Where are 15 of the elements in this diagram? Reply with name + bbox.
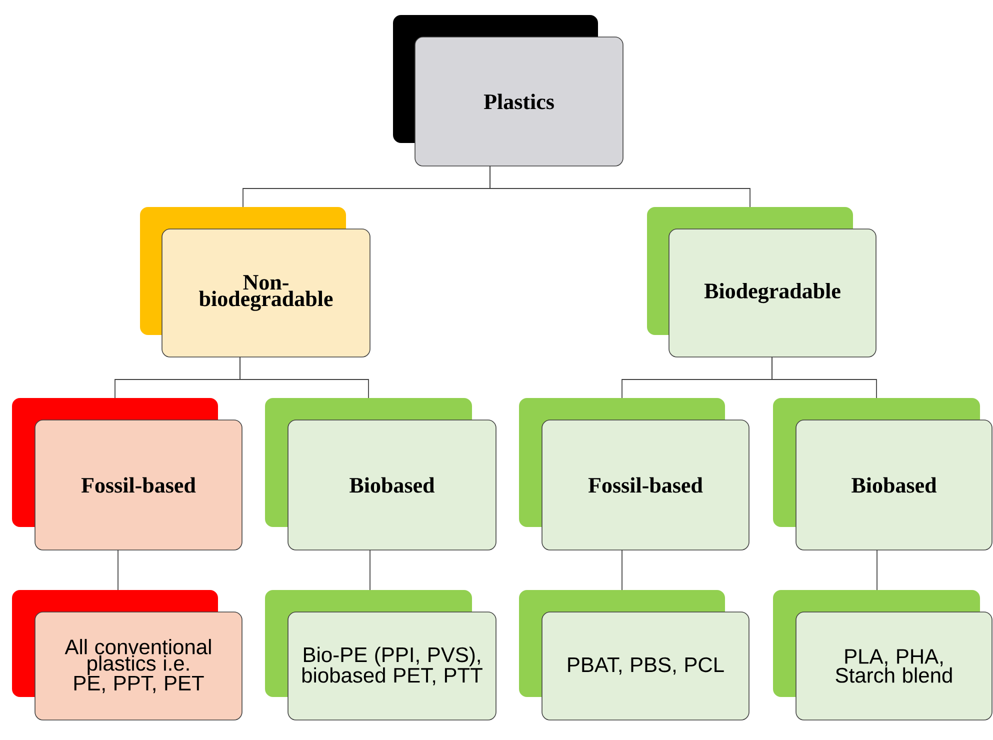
connector-line [772,356,877,398]
category-box: PLA, PHA, Starch blend [773,590,992,720]
category-box: PBAT, PBS, PCL [519,590,750,720]
connector-line [490,166,750,208]
category-box: Biobased [265,398,496,550]
category-box: Fossil-based [519,398,750,550]
category-box: Plastics [393,15,624,166]
connector-line [876,550,878,590]
category-box: Bio-PE (PPI, PVS), biobased PET, PTT [265,590,496,720]
category-box: All conventional plastics i.e. PE, PPT, PET [12,590,242,720]
category-box: Biodegradable [647,207,876,358]
category-box: Fossil-based [12,398,242,550]
category-box: Biobased [773,398,992,550]
category-box: Non-biodegradable [140,207,370,358]
connector-line [240,356,369,398]
